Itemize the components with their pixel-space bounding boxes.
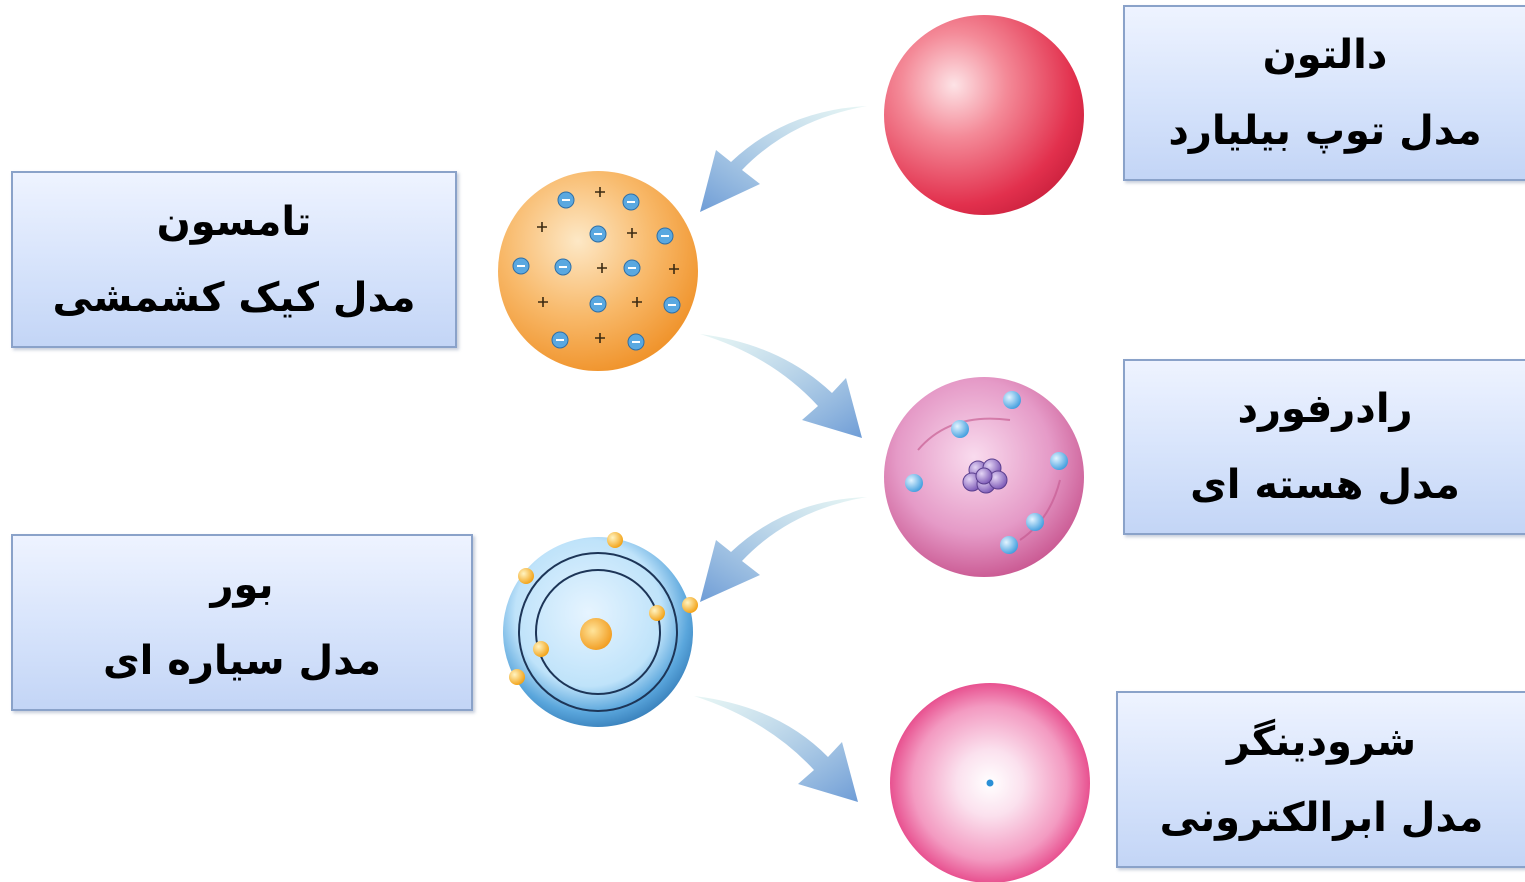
scientist-name-schrodinger: شرودینگر [1226,718,1417,765]
arrow-dalton-to-thomson [700,106,867,212]
rutherford-electrons [905,391,1068,554]
plus-charge-icon [627,228,637,238]
thomson-sphere [498,171,698,371]
plus-charge-icon [538,297,548,307]
dalton-sphere [884,15,1084,215]
bohr-electrons [509,532,698,685]
arrow-bohr-to-schrodinger [694,696,858,802]
plus-charge-icon [632,297,642,307]
label-box-bohr: بور مدل سیاره ای [11,534,473,711]
plus-charge-icon [595,333,605,343]
schrodinger-sphere [890,683,1090,882]
arrow-thomson-to-rutherford [700,334,862,438]
thomson-charges [512,187,681,351]
model-name-schrodinger: مدل ابرالکترونی [1159,794,1484,841]
plus-charge-icon [597,263,607,273]
arrow-rutherford-to-bohr [700,497,867,602]
scientist-name-rutherford: رادرفورد [1237,386,1413,432]
model-name-thomson: مدل کیک کشمشی [52,274,416,321]
label-box-dalton: دالتون مدل توپ بیلیارد [1123,5,1525,181]
plus-charge-icon [537,222,547,232]
rutherford-nucleus [962,458,1008,494]
label-box-rutherford: رادرفورد مدل هسته ای [1123,359,1525,535]
rutherford-sphere [884,377,1084,577]
bohr-sphere [503,532,698,727]
plus-charge-icon [595,187,605,197]
scientist-name-bohr: بور [210,561,274,608]
scientist-name-thomson: تامسون [156,198,312,245]
label-box-thomson: تامسون مدل کیک کشمشی [11,171,457,348]
model-name-bohr: مدل سیاره ای [102,637,382,684]
scientist-name-dalton: دالتون [1262,32,1388,78]
model-name-rutherford: مدل هسته ای [1190,462,1460,508]
label-box-schrodinger: شرودینگر مدل ابرالکترونی [1116,691,1525,868]
plus-charge-icon [669,264,679,274]
model-name-dalton: مدل توپ بیلیارد [1168,108,1482,154]
